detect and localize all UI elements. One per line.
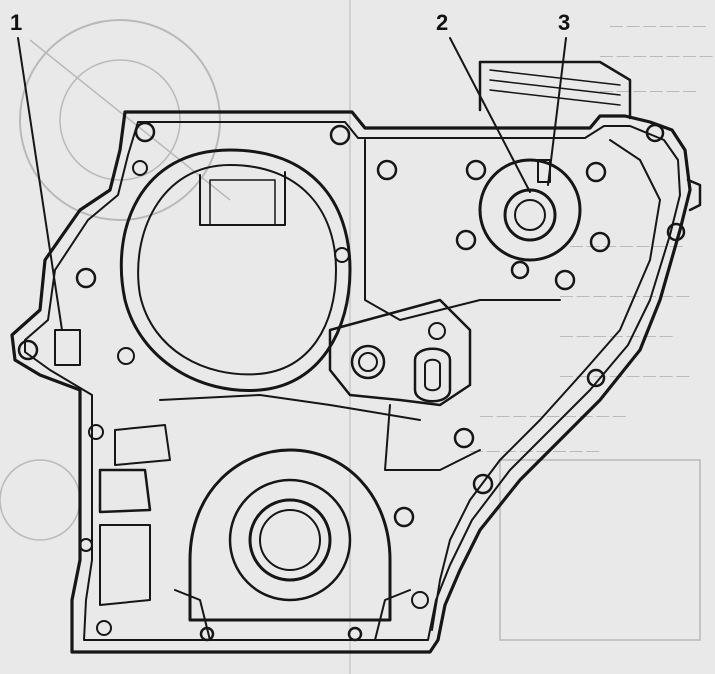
svg-text:— — — — — — — —: — — — — — — — —: [560, 288, 689, 303]
svg-text:— — — — — —: — — — — — —: [600, 83, 696, 98]
callout-1-label: 1: [10, 10, 23, 35]
crank-seal-bore: [174, 448, 411, 642]
svg-text:— — — — — —: — — — — — —: [610, 18, 706, 33]
leader-lines: [17, 37, 567, 331]
callout-2-label: 2: [436, 10, 449, 35]
cover-outline: [10, 110, 692, 654]
right-flange: [364, 139, 702, 631]
leader-line-1: [17, 37, 63, 331]
mounting-holes: [17, 121, 686, 636]
svg-text:— — — — — — — —: — — — — — — — —: [470, 443, 599, 458]
svg-text:— — — — — — —: — — — — — — —: [600, 48, 713, 63]
svg-text:— — — — — — — — —: — — — — — — — — —: [480, 408, 626, 423]
leader-line-2: [449, 37, 531, 193]
svg-text:— — — — — — —: — — — — — — —: [570, 238, 683, 253]
upper-bore: [119, 148, 352, 392]
pump-hub: [455, 158, 611, 291]
left-cutouts: [54, 329, 171, 606]
top-bracket: [478, 60, 632, 120]
callout-3-label: 3: [558, 10, 571, 35]
oil-passages: [159, 298, 481, 471]
